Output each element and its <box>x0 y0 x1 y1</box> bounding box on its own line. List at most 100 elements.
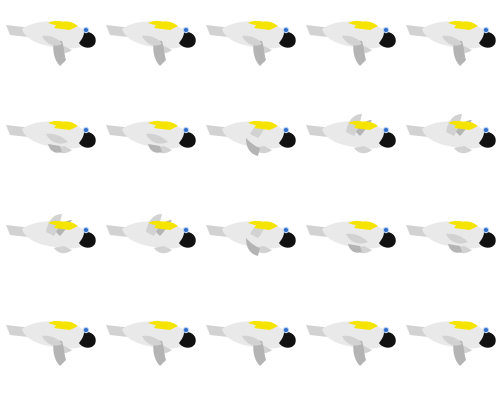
wing-fold <box>342 35 362 46</box>
beak <box>479 231 496 248</box>
yellow-crest-tip <box>348 120 370 127</box>
sprite-frame <box>300 100 400 200</box>
eye <box>184 228 188 232</box>
beak <box>379 31 396 48</box>
cockatoo-frame-svg <box>406 20 496 66</box>
wing-fold <box>242 35 262 46</box>
yellow-crest-tip <box>248 320 270 327</box>
wing-down <box>453 340 466 366</box>
wing-down <box>353 340 366 366</box>
sprite-frame <box>400 200 500 300</box>
yellow-crest-tip <box>148 20 170 27</box>
wing-down <box>153 40 166 66</box>
wing-fold <box>442 335 462 346</box>
wing-under <box>448 244 462 253</box>
wing-down <box>253 340 266 366</box>
sprite-frame <box>200 0 300 100</box>
cockatoo-sprite <box>406 20 496 66</box>
cockatoo-sprite <box>6 120 96 154</box>
sprite-frame <box>400 0 500 100</box>
yellow-crest-tip <box>148 120 170 127</box>
eye <box>484 328 488 332</box>
wing-under <box>246 138 260 156</box>
sprite-frame <box>100 300 200 400</box>
beak <box>479 131 496 148</box>
beak <box>79 31 96 48</box>
eye <box>284 128 288 132</box>
beak <box>179 331 196 348</box>
eye <box>84 328 88 332</box>
eye <box>384 328 388 332</box>
wing-fold <box>242 335 262 346</box>
cockatoo-sprite <box>206 220 296 256</box>
wing-up <box>446 114 462 136</box>
wing-under <box>148 144 162 153</box>
cockatoo-frame-svg <box>306 20 396 66</box>
eye <box>284 28 288 32</box>
body-shadow <box>154 246 172 254</box>
eye <box>184 328 188 332</box>
wing-down <box>353 40 366 66</box>
cockatoo-sprite <box>6 214 96 254</box>
eye <box>384 128 388 132</box>
yellow-crest-tip <box>448 220 470 227</box>
beak <box>79 331 96 348</box>
cockatoo-sprite <box>206 320 296 366</box>
sprite-frame <box>0 100 100 200</box>
wing-fold <box>442 35 462 46</box>
wing-under <box>246 238 260 256</box>
wing-under <box>348 244 362 253</box>
eye <box>84 28 88 32</box>
yellow-crest-tip <box>48 320 70 327</box>
yellow-crest-tip <box>448 120 470 127</box>
wing-up <box>46 214 62 236</box>
cockatoo-frame-svg <box>306 114 396 154</box>
beak <box>79 231 96 248</box>
cockatoo-frame-svg <box>106 20 196 66</box>
yellow-crest-tip <box>48 20 70 27</box>
eye <box>484 228 488 232</box>
cockatoo-frame-svg <box>206 320 296 366</box>
cockatoo-frame-svg <box>206 20 296 66</box>
cockatoo-frame-svg <box>106 320 196 366</box>
yellow-crest-tip <box>248 20 270 27</box>
wing-under <box>48 144 62 153</box>
cockatoo-frame-svg <box>106 120 196 154</box>
sprite-frame <box>0 300 100 400</box>
sprite-frame <box>200 100 300 200</box>
body-shadow <box>354 146 372 154</box>
sprite-frame <box>400 100 500 200</box>
cockatoo-sprite <box>406 114 496 154</box>
eye <box>384 28 388 32</box>
cockatoo-frame-svg <box>406 320 496 366</box>
wing-up <box>146 214 162 236</box>
sprite-frame <box>300 0 400 100</box>
cockatoo-sprite <box>206 120 296 156</box>
wing-fold <box>342 335 362 346</box>
eye <box>84 128 88 132</box>
cockatoo-frame-svg <box>206 220 296 256</box>
cockatoo-frame-svg <box>406 220 496 254</box>
eye <box>484 128 488 132</box>
wing-level <box>46 133 68 144</box>
beak <box>479 331 496 348</box>
sprite-frame <box>100 200 200 300</box>
beak <box>179 231 196 248</box>
cockatoo-frame-svg <box>106 214 196 254</box>
cockatoo-sprite <box>6 320 96 366</box>
sprite-frame <box>0 200 100 300</box>
cockatoo-sprite <box>206 20 296 66</box>
sprite-frame <box>400 300 500 400</box>
cockatoo-sprite <box>306 20 396 66</box>
wing-fold <box>142 335 162 346</box>
sprite-frame <box>200 300 300 400</box>
eye <box>284 228 288 232</box>
eye <box>384 228 388 232</box>
beak <box>79 131 96 148</box>
beak <box>279 331 296 348</box>
wing-fold <box>42 335 62 346</box>
cockatoo-sprite <box>406 320 496 366</box>
wing-up <box>346 114 362 136</box>
beak <box>379 231 396 248</box>
